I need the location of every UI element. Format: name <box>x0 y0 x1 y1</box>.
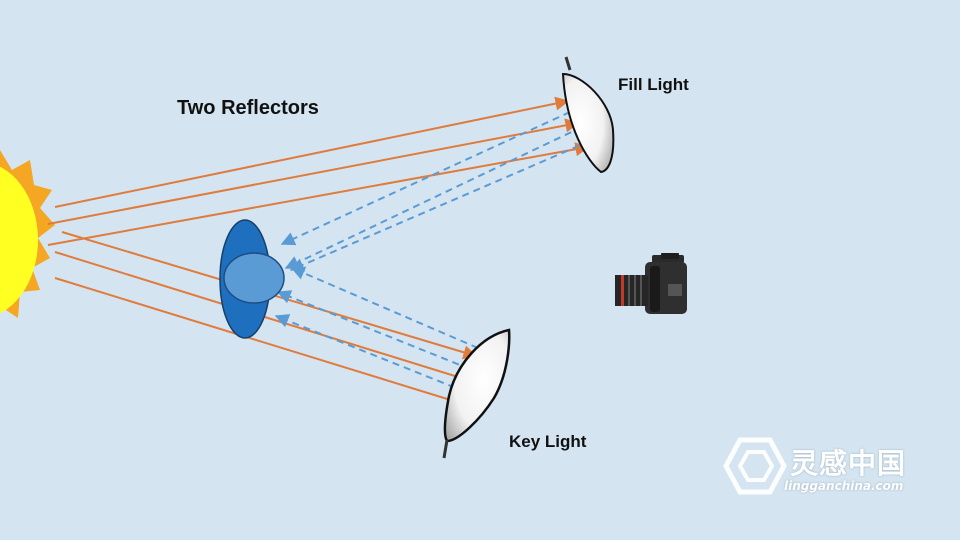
incident-ray <box>48 123 578 224</box>
reflected-ray <box>291 141 590 270</box>
incident-ray <box>48 147 588 245</box>
fill-light-label: Fill Light <box>618 75 689 95</box>
sun-icon <box>0 150 55 330</box>
fill-reflector-icon <box>563 57 613 172</box>
incident-rays-to-fill <box>48 101 588 245</box>
watermark: 灵感中国 lingganchina.com <box>722 434 942 500</box>
reflected-ray <box>286 127 582 268</box>
watermark-name: 灵感中国 <box>790 442 906 482</box>
camera-icon <box>615 253 687 314</box>
watermark-url: lingganchina.com <box>784 479 903 493</box>
key-light-label: Key Light <box>509 432 586 452</box>
watermark-logo-icon <box>722 434 788 500</box>
reflected-rays-from-fill <box>282 112 590 270</box>
diagram-title: Two Reflectors <box>177 97 319 120</box>
